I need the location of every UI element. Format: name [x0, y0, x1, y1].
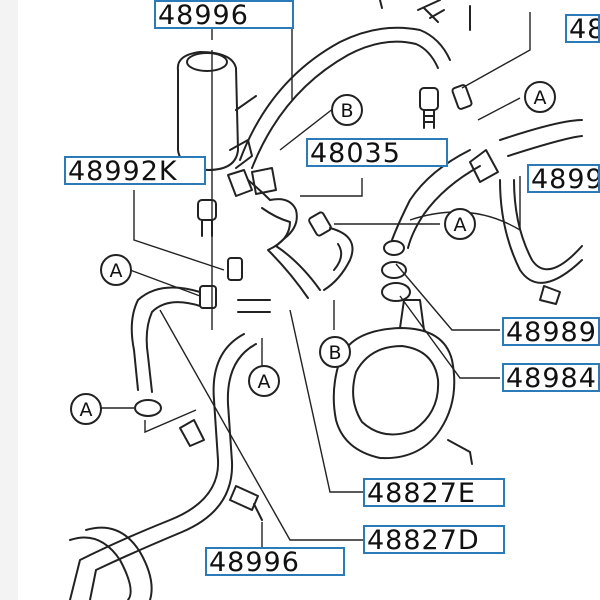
- callout-b-upper: [331, 94, 363, 126]
- hose-48035-branch: [308, 211, 354, 291]
- part-label-4899-right[interactable]: 4899: [527, 164, 600, 193]
- part-label-48984[interactable]: 48984: [502, 363, 600, 392]
- callout-a-center-label: A: [258, 371, 271, 393]
- callout-a-mid-right: [444, 208, 476, 240]
- banjo-bolt-lower: [229, 485, 263, 521]
- part-label-48996-top[interactable]: 48996: [154, 0, 294, 29]
- pipe-lower-left: [69, 526, 153, 600]
- hose-48827e: [69, 257, 271, 600]
- callout-a-upper-right: [524, 81, 556, 113]
- part-label-48992k[interactable]: 48992K: [64, 156, 206, 185]
- reservoir-tank: [176, 51, 257, 171]
- callout-a-left-label: A: [110, 260, 123, 282]
- part-label-48035[interactable]: 48035: [306, 138, 448, 167]
- callout-a-mid-right-label: A: [454, 214, 467, 236]
- part-label-48996-bottom[interactable]: 48996: [205, 547, 345, 576]
- callout-a-left: [100, 254, 132, 286]
- callout-a-center: [248, 365, 280, 397]
- fittings-48989-48984: [381, 240, 411, 302]
- banjo-bolt-upper: [419, 87, 439, 129]
- hose-48827d: [130, 285, 217, 417]
- callout-a-upper-right-label: A: [534, 87, 547, 109]
- clamp-top: [423, 5, 473, 110]
- callout-a-lower-left: [70, 393, 102, 425]
- callout-b-upper-label: B: [340, 100, 353, 122]
- part-label-48989[interactable]: 48989: [502, 317, 600, 346]
- callout-a-lower-left-label: A: [80, 399, 93, 421]
- return-hose-upper: [239, 0, 451, 169]
- pressure-hose-right: [391, 119, 583, 305]
- suction-hose-center: [227, 167, 321, 299]
- callout-b-lower: [319, 336, 351, 368]
- part-label-48-top-right[interactable]: 48: [565, 14, 600, 43]
- power-steering-pump: [332, 299, 473, 465]
- bolt-48992k: [197, 199, 217, 237]
- callout-b-lower-label: B: [328, 342, 341, 364]
- part-label-48827e[interactable]: 48827E: [363, 478, 505, 507]
- part-label-48827d[interactable]: 48827D: [363, 525, 505, 554]
